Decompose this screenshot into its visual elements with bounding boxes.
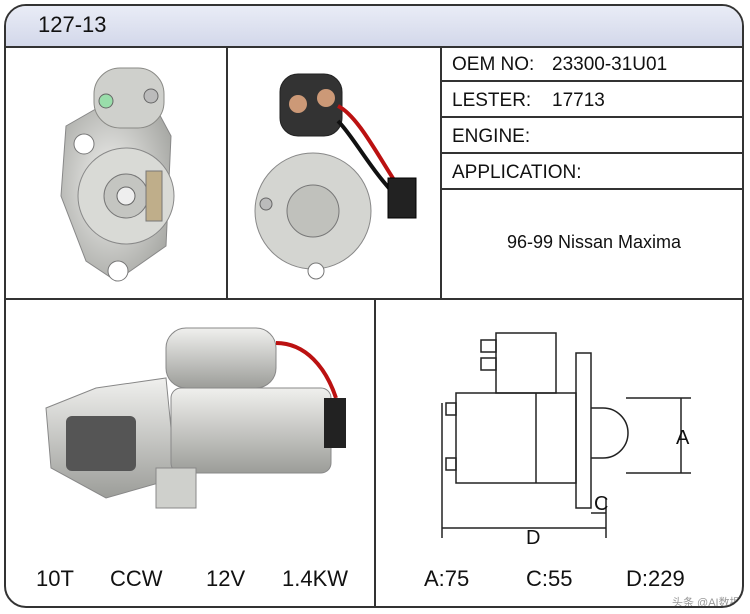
- watermark: 头条 @AI数据研究: [672, 597, 741, 608]
- oem-row: OEM NO: 23300-31U01: [442, 46, 742, 82]
- rotation-spec: CCW: [110, 566, 163, 591]
- application-row: APPLICATION:: [442, 154, 742, 190]
- rear-view-photo: [228, 46, 442, 298]
- bottom-row: 10T CCW 12V 1.4KW: [6, 298, 742, 608]
- info-table: OEM NO: 23300-31U01 LESTER: 17713 ENGINE…: [442, 46, 742, 298]
- starter-side-image: [45, 327, 346, 509]
- engine-label: ENGINE:: [452, 126, 531, 147]
- teeth-spec: 10T: [36, 566, 74, 591]
- lester-label: LESTER:: [452, 90, 532, 111]
- side-view-photo: 10T CCW 12V 1.4KW: [6, 298, 376, 606]
- label-d: D: [526, 527, 540, 549]
- label-a: A: [676, 427, 690, 449]
- dimension-a: A:75: [424, 566, 470, 591]
- power-spec: 1.4KW: [282, 566, 349, 591]
- application-value: 96-99 Nissan Maxima: [506, 232, 682, 252]
- label-c: C: [594, 493, 608, 515]
- dimension-d: D:229: [626, 566, 685, 591]
- lester-value: 17713: [552, 90, 605, 111]
- front-view-photo: [6, 46, 228, 298]
- header-bar: 127-13: [6, 6, 742, 48]
- application-label: APPLICATION:: [452, 162, 582, 183]
- part-code: 127-13: [38, 12, 107, 37]
- engine-row: ENGINE:: [442, 118, 742, 154]
- starter-rear-image: [254, 73, 417, 280]
- dimension-drawing: A C D A:75 C:55 D:229 头条 @AI数据研究: [376, 298, 742, 608]
- starter-front-image: [60, 67, 175, 282]
- oem-value: 23300-31U01: [552, 54, 668, 75]
- dimension-diagram: A C D: [441, 332, 691, 549]
- top-row: OEM NO: 23300-31U01 LESTER: 17713 ENGINE…: [6, 46, 742, 300]
- lester-row: LESTER: 17713: [442, 82, 742, 118]
- product-card: 127-13: [4, 4, 744, 608]
- voltage-spec: 12V: [206, 566, 246, 591]
- oem-label: OEM NO:: [452, 54, 535, 75]
- dimension-c: C:55: [526, 566, 573, 591]
